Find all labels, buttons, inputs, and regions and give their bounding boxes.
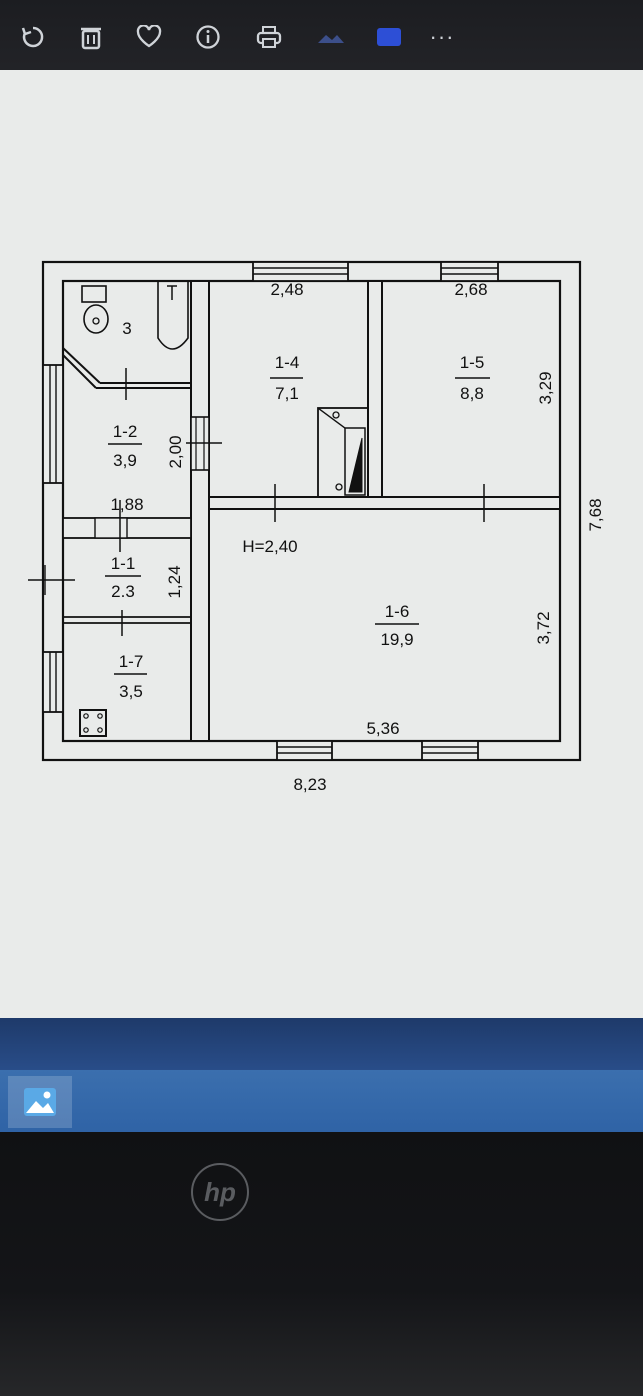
- favorite-icon[interactable]: [132, 20, 166, 54]
- room-1-6-id: 1-6: [385, 602, 410, 621]
- room-1-2-id: 1-2: [113, 422, 138, 441]
- room-1-1-id: 1-1: [111, 554, 136, 573]
- rotate-icon[interactable]: [16, 20, 50, 54]
- room-1-1-area: 2.3: [111, 582, 135, 601]
- delete-icon[interactable]: [74, 20, 108, 54]
- more-icon[interactable]: ···: [429, 24, 455, 49]
- room-1-4-id: 1-4: [275, 353, 300, 372]
- floor-plan: 3 2,48 1-4 7,1 2,68 1-5 8,8 1-2 3,9 1,88…: [28, 260, 605, 794]
- svg-text:hp: hp: [204, 1177, 236, 1207]
- dim-1-4-width: 2,48: [270, 280, 303, 299]
- photos-app-icon[interactable]: [8, 1076, 72, 1128]
- dim-1-5-depth: 3,29: [536, 371, 555, 404]
- photo-icon[interactable]: [372, 20, 406, 54]
- print-icon[interactable]: [252, 20, 286, 54]
- dim-1-2-depth: 2,00: [166, 435, 185, 468]
- ceiling-height-label: H=2,40: [242, 537, 297, 556]
- dim-1-1-depth: 1,24: [165, 565, 184, 598]
- laptop-bezel: [0, 1132, 643, 1396]
- room-1-5-id: 1-5: [460, 353, 485, 372]
- dim-1-5-width: 2,68: [454, 280, 487, 299]
- dim-1-6-width: 5,36: [366, 719, 399, 738]
- taskbar: [0, 1070, 643, 1132]
- info-icon[interactable]: [191, 20, 225, 54]
- hp-logo: hp: [191, 1163, 249, 1221]
- image-viewer: 3 2,48 1-4 7,1 2,68 1-5 8,8 1-2 3,9 1,88…: [0, 70, 643, 1018]
- desktop-strip: [0, 1018, 643, 1076]
- viewer-toolbar: ···: [0, 0, 643, 78]
- overall-depth-label: 7,68: [586, 498, 605, 531]
- room-1-4-area: 7,1: [275, 384, 299, 403]
- room-1-5-area: 8,8: [460, 384, 484, 403]
- room-1-2-area: 3,9: [113, 451, 137, 470]
- room-1-7-area: 3,5: [119, 682, 143, 701]
- room-1-7-id: 1-7: [119, 652, 144, 671]
- dim-1-6-depth: 3,72: [534, 611, 553, 644]
- room-1-6-area: 19,9: [380, 630, 413, 649]
- dim-1-2-width: 1,88: [110, 495, 143, 514]
- overall-width-label: 8,23: [293, 775, 326, 794]
- edit-icon[interactable]: [314, 20, 348, 54]
- room-3-label: 3: [122, 319, 131, 338]
